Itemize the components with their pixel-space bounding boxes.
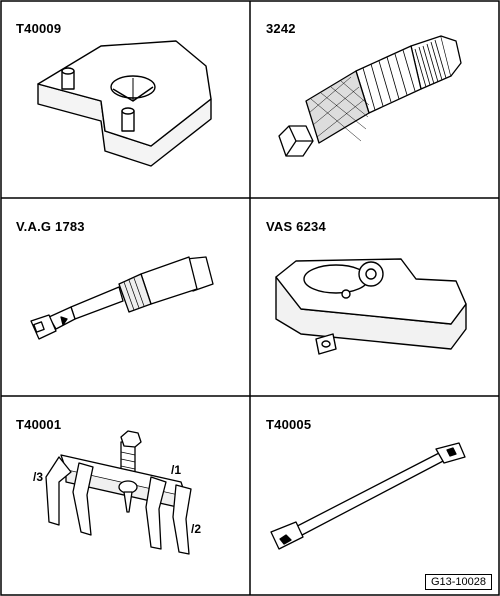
tool-cell-3242: 3242 xyxy=(251,1,499,199)
tool-label: V.A.G 1783 xyxy=(16,219,85,234)
callout-2: /2 xyxy=(191,522,202,536)
callout-3: /3 xyxy=(33,470,44,484)
callout-1: /1 xyxy=(171,463,182,477)
tool-cell-t40005: T40005 xyxy=(251,397,499,595)
tool-label: T40001 xyxy=(16,417,62,432)
puller-drawing xyxy=(45,430,192,555)
tool-label: T40009 xyxy=(16,21,62,36)
tool-cell-vas6234: VAS 6234 xyxy=(251,199,499,397)
tool-label: T40005 xyxy=(266,417,312,432)
tool-cell-t40009: T40009 xyxy=(1,1,249,199)
torque-wrench-drawing xyxy=(30,256,214,340)
strap-tool-drawing xyxy=(270,442,466,550)
knurled-bolt-drawing xyxy=(278,35,462,157)
ratchet-head-drawing xyxy=(275,258,467,355)
figure-code: G13-10028 xyxy=(424,574,492,590)
tool-cell-vag1783: V.A.G 1783 xyxy=(1,199,249,397)
tool-label: 3242 xyxy=(266,21,296,36)
tool-cell-t40001: T40001 xyxy=(1,397,249,595)
plate-tool-drawing xyxy=(37,40,212,167)
tool-label: VAS 6234 xyxy=(266,219,326,234)
